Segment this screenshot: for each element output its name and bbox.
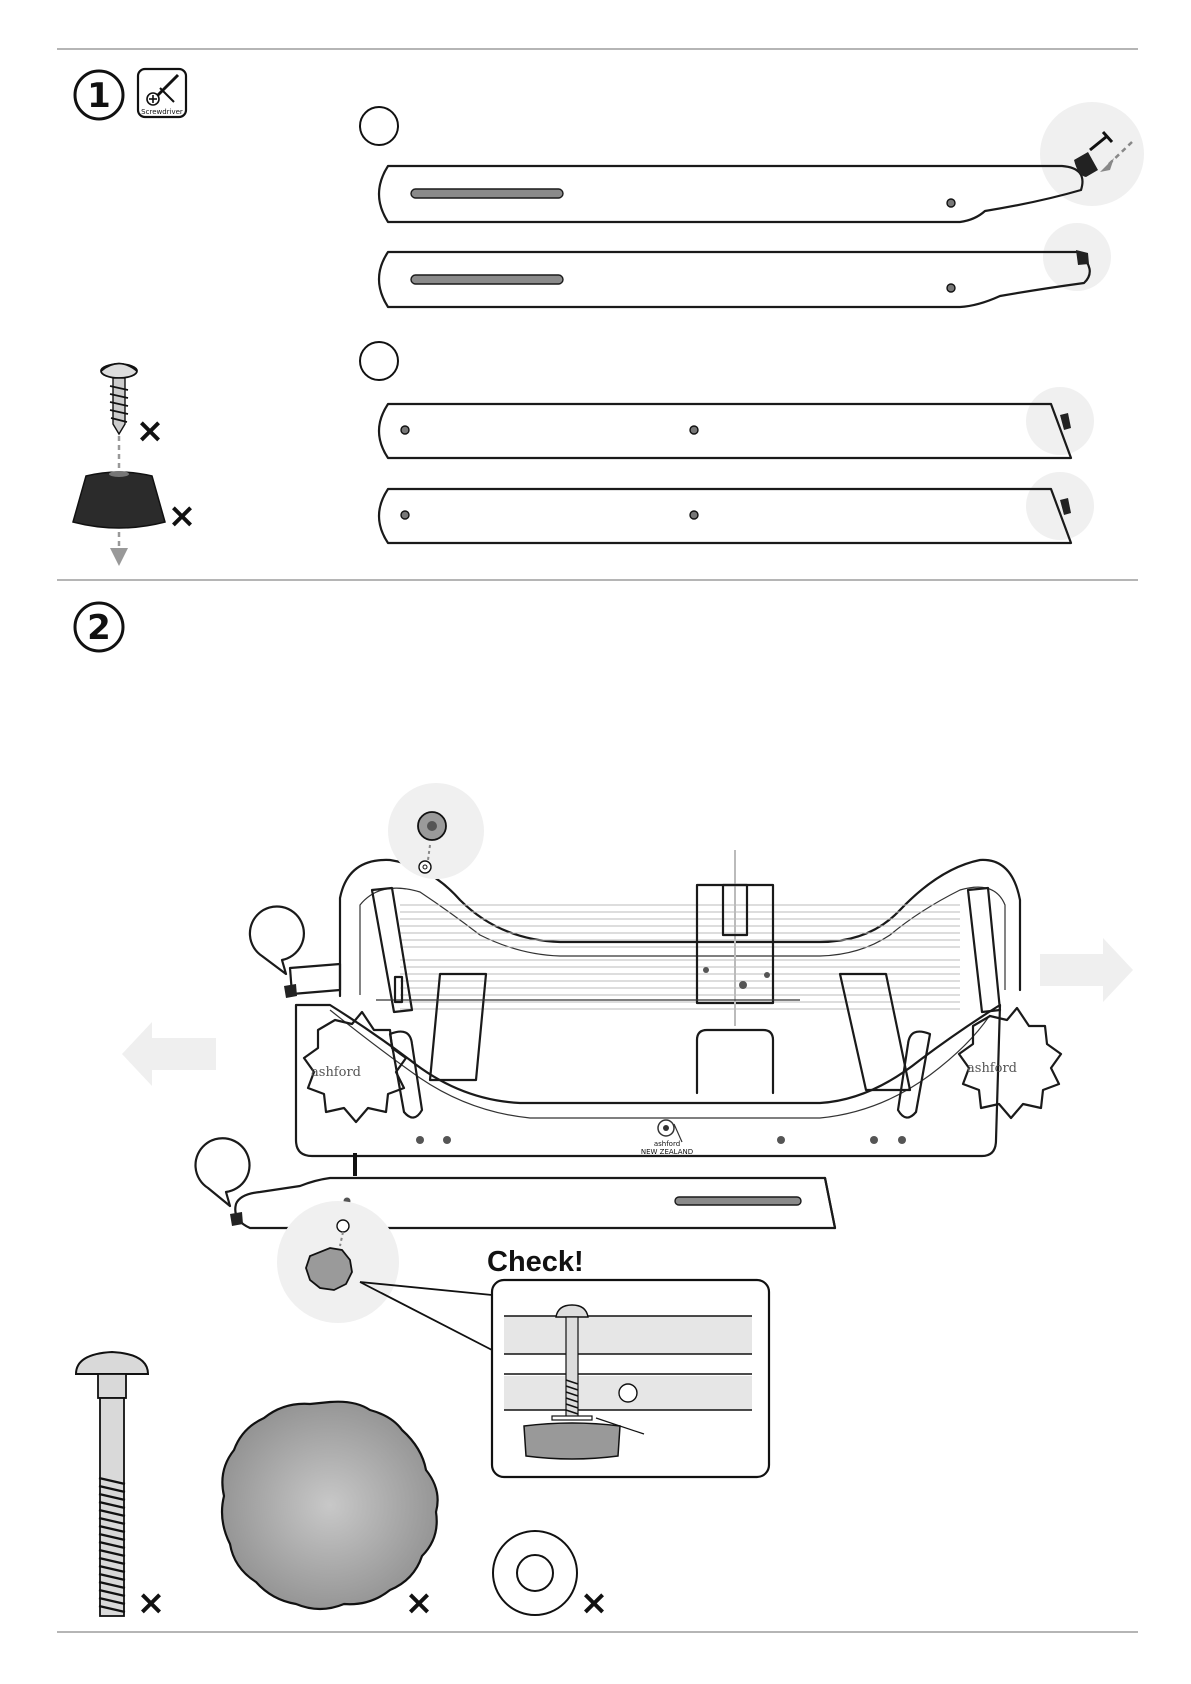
loom-frame (284, 850, 1020, 1156)
foot-highlight (1040, 102, 1144, 206)
left-ratchet-knob: ashford (304, 1012, 406, 1122)
slotted-leg-2 (379, 250, 1090, 307)
rubber-foot-icon (73, 471, 165, 528)
tool-label: Screwdriver (141, 108, 183, 116)
washer-quantity: × (580, 1583, 609, 1623)
foot-highlight (1026, 472, 1094, 540)
badge-brand: ashford (654, 1140, 680, 1148)
check-detail-inset (492, 1280, 769, 1477)
step-2-number: 2 (87, 608, 111, 648)
ashford-badge-logo: ashford NEW ZEALAND (641, 1120, 693, 1156)
slotted-leg-1 (379, 166, 1082, 222)
rubber-foot-quantity: × (168, 496, 197, 536)
loom-brand-right: ashford (967, 1061, 1017, 1076)
phillips-screwdriver-icon: Screwdriver (138, 69, 186, 117)
foot-highlight (1026, 387, 1094, 455)
plain-leg-2 (379, 489, 1071, 543)
step-1-number: 1 (87, 76, 111, 116)
star-knob-icon (222, 1402, 438, 1609)
knob-quantity: × (405, 1583, 434, 1623)
plain-leg-1 (379, 404, 1071, 458)
right-ratchet-knob: ashford (959, 1008, 1061, 1118)
loom-brand-left: ashford (311, 1065, 361, 1080)
sub-step-circle-a (360, 107, 398, 145)
callout-bubble-bottom (196, 1138, 250, 1206)
carriage-bolt-icon (76, 1352, 148, 1616)
washer-icon (493, 1531, 577, 1615)
step-2-marker: 2 (75, 603, 123, 651)
arrow-right-icon (1040, 938, 1133, 1002)
screw-icon (101, 364, 137, 435)
carriage-bolt-quantity: × (137, 1583, 166, 1623)
badge-country: NEW ZEALAND (641, 1148, 693, 1156)
arrow-left-icon (122, 1022, 216, 1086)
step-1-marker: 1 (75, 71, 123, 119)
callout-bubble-top (250, 906, 304, 974)
check-label: Check! (487, 1246, 584, 1278)
down-arrow-icon (110, 532, 128, 566)
screw-quantity: × (136, 411, 165, 451)
sub-step-circle-b (360, 342, 398, 380)
star-knob-icon (418, 812, 446, 840)
